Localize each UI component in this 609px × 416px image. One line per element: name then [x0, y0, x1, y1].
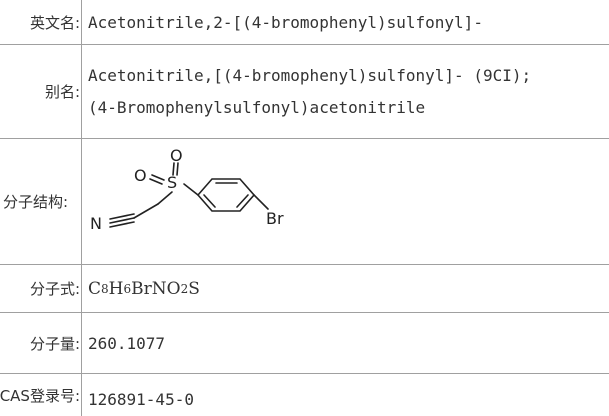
ring-double-bond	[203, 194, 216, 208]
atom-s: S	[167, 173, 177, 192]
structure-label: 分子结构:	[2, 193, 68, 211]
row-structure: 分子结构:	[0, 139, 609, 265]
alias-label: 别名:	[44, 83, 80, 101]
column-divider	[81, 0, 82, 416]
bond-s-o-left	[151, 174, 165, 181]
atom-n: N	[90, 214, 102, 233]
bond-ch2-s	[157, 191, 173, 205]
ring-double-bond	[236, 194, 249, 208]
weight-value: 260.1077	[88, 333, 166, 353]
bond-c-ch2	[133, 203, 159, 219]
atom-o-top: O	[170, 146, 183, 165]
cas-label: CAS登录号:	[0, 386, 80, 405]
alias-value: Acetonitrile,[(4-bromophenyl)sulfonyl]- …	[88, 45, 609, 138]
molecule-diagram: N S O O Br	[90, 146, 284, 233]
row-alias: 别名: Acetonitrile,[(4-bromophenyl)sulfony…	[0, 45, 609, 139]
english-name-value: Acetonitrile,2-[(4-bromophenyl)sulfonyl]…	[88, 12, 483, 32]
cas-value: 126891-45-0	[88, 389, 194, 409]
row-cas: CAS登录号: 126891-45-0	[0, 374, 609, 416]
triple-bond-line	[109, 213, 135, 220]
atom-o-left: O	[134, 166, 147, 185]
triple-bond-line	[109, 221, 135, 228]
triple-bond-line	[109, 217, 135, 224]
alias-line-2: (4-Bromophenylsulfonyl)acetonitrile	[88, 97, 426, 117]
bond-s-o-top	[172, 162, 175, 176]
bond-s-o-left	[149, 178, 163, 185]
alias-line-1: Acetonitrile,[(4-bromophenyl)sulfonyl]- …	[88, 65, 532, 85]
benzene-ring	[196, 178, 256, 212]
formula-label: 分子式:	[29, 280, 80, 298]
row-english-name: 英文名: Acetonitrile,2-[(4-bromophenyl)sulf…	[0, 0, 609, 45]
bond-s-ring	[183, 183, 199, 196]
atom-br: Br	[266, 209, 284, 228]
weight-label: 分子量:	[29, 334, 80, 353]
bond-ring-br	[253, 194, 269, 210]
bond-s-o-top	[176, 162, 179, 176]
english-name-label: 英文名:	[29, 13, 80, 32]
structure-image: N S O O Br	[82, 139, 322, 265]
row-weight: 分子量: 260.1077	[0, 313, 609, 374]
